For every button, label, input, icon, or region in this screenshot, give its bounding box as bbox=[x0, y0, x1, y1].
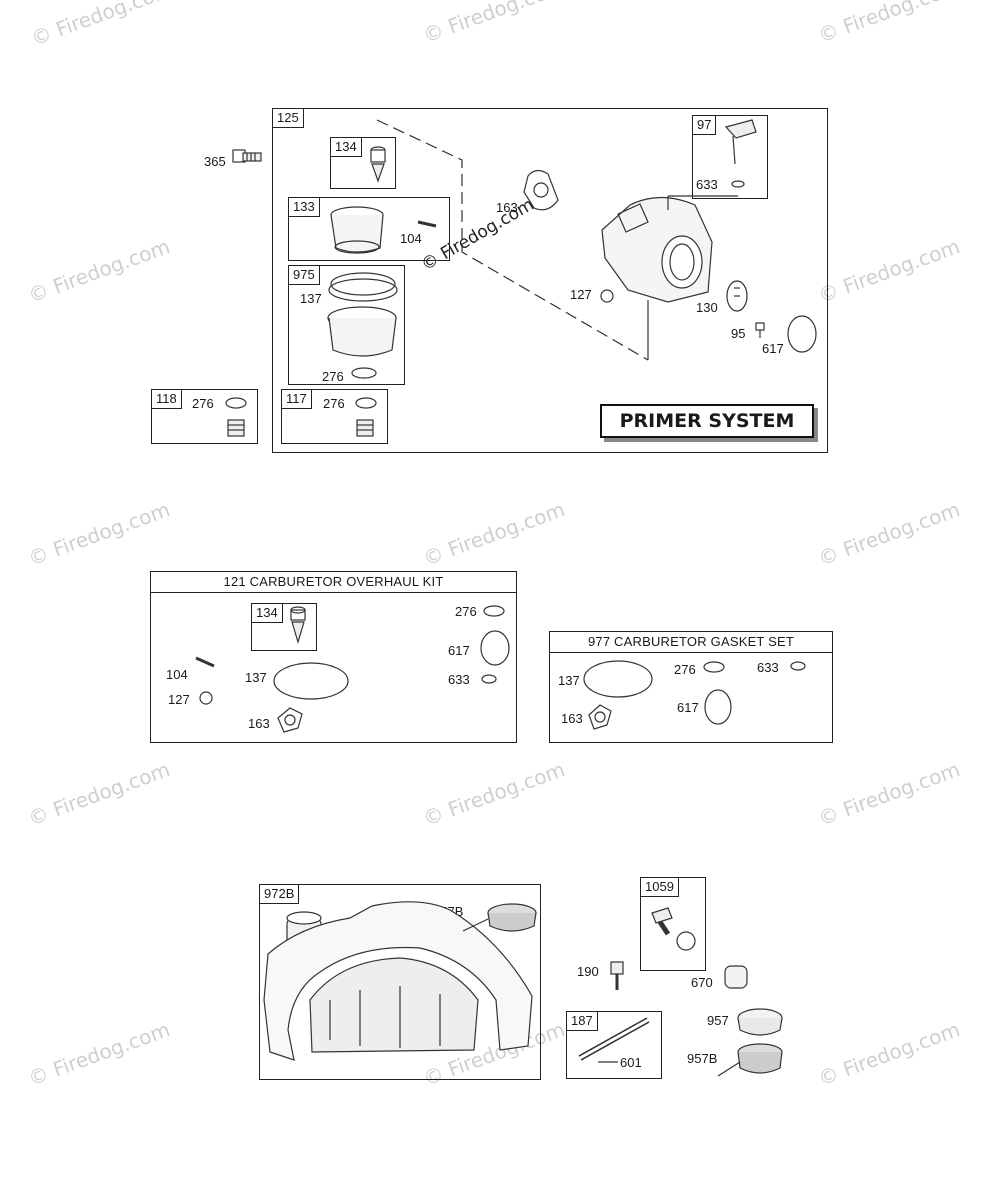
callout-163[interactable]: 163 bbox=[561, 711, 583, 726]
callout-104[interactable]: 104 bbox=[400, 231, 422, 246]
bolt-1059-icon bbox=[651, 907, 696, 951]
gasket-set-box: 977 CARBURETOR GASKET SET bbox=[549, 631, 833, 743]
callout-633[interactable]: 633 bbox=[757, 660, 779, 675]
sub-box-118 bbox=[151, 389, 258, 444]
sub-box-97 bbox=[692, 115, 768, 199]
drain-plug-icon bbox=[355, 397, 377, 437]
primer-system-label: PRIMER SYSTEM bbox=[600, 404, 814, 438]
o-ring-137-icon bbox=[583, 660, 653, 698]
callout-276[interactable]: 276 bbox=[674, 662, 696, 677]
o-ring-276-icon bbox=[483, 605, 505, 617]
overhaul-kit-title: 121 CARBURETOR OVERHAUL KIT bbox=[151, 572, 516, 593]
part-tag-97[interactable]: 97 bbox=[692, 115, 717, 135]
callout-95[interactable]: 95 bbox=[731, 326, 746, 341]
fuel-tank-illustration bbox=[263, 901, 783, 1077]
callout-137[interactable]: 137 bbox=[245, 670, 267, 685]
callout-617[interactable]: 617 bbox=[448, 643, 470, 658]
primer-bulb-icon bbox=[370, 146, 386, 183]
fuel-cap-957b-icon bbox=[462, 903, 537, 932]
overhaul-kit-box: 121 CARBURETOR OVERHAUL KIT bbox=[150, 571, 517, 743]
pin-104-icon bbox=[195, 656, 215, 668]
callout-617[interactable]: 617 bbox=[762, 341, 784, 356]
fitting-190-icon bbox=[610, 961, 624, 990]
drain-plug-icon bbox=[225, 397, 247, 437]
fuel-cap-957-icon bbox=[737, 1008, 783, 1036]
carburetor-illustration bbox=[225, 119, 817, 437]
sub-box-187 bbox=[566, 1011, 662, 1079]
fuel-tank-icon bbox=[263, 901, 533, 1061]
sub-box-134 bbox=[251, 603, 317, 651]
callout-190[interactable]: 190 bbox=[577, 964, 599, 979]
gasket-set-title: 977 CARBURETOR GASKET SET bbox=[550, 632, 832, 653]
callout-633[interactable]: 633 bbox=[696, 177, 718, 192]
carburetor-assembly-box bbox=[272, 108, 828, 453]
part-tag-134[interactable]: 134 bbox=[251, 603, 283, 623]
sub-box-117 bbox=[281, 389, 388, 444]
screw-365-icon bbox=[232, 149, 262, 163]
callout-276[interactable]: 276 bbox=[192, 396, 214, 411]
callout-137[interactable]: 137 bbox=[558, 673, 580, 688]
fuel-tank-box bbox=[259, 884, 541, 1080]
sub-box-134 bbox=[330, 137, 396, 189]
washer-633-icon bbox=[481, 674, 497, 684]
diaphragm-130-icon bbox=[726, 280, 748, 312]
gasket-set-parts bbox=[583, 660, 806, 730]
part-tag-975[interactable]: 975 bbox=[288, 265, 320, 285]
callout-127[interactable]: 127 bbox=[570, 287, 592, 302]
filter-670-icon bbox=[724, 965, 748, 989]
callout-670[interactable]: 670 bbox=[691, 975, 713, 990]
part-tag-134[interactable]: 134 bbox=[330, 137, 362, 157]
choke-lever-icon bbox=[724, 119, 757, 188]
o-ring-617-icon bbox=[704, 689, 732, 725]
part-tag-118[interactable]: 118 bbox=[151, 389, 182, 409]
callout-957b[interactable]: 957B bbox=[687, 1051, 718, 1066]
o-ring-127-icon bbox=[199, 691, 213, 705]
overhaul-kit-parts bbox=[195, 605, 510, 733]
primer-bulb-icon bbox=[290, 606, 306, 645]
float-icon bbox=[330, 206, 437, 254]
carburetor-body-icon bbox=[601, 195, 738, 360]
washer-633-icon bbox=[790, 661, 806, 671]
callout-127[interactable]: 127 bbox=[168, 692, 190, 707]
callout-130[interactable]: 130 bbox=[696, 300, 718, 315]
callout-276[interactable]: 276 bbox=[322, 369, 344, 384]
sub-box-133 bbox=[288, 197, 450, 261]
o-ring-276-icon bbox=[703, 661, 725, 673]
gasket-163-icon bbox=[277, 707, 303, 733]
part-tag-187[interactable]: 187 bbox=[566, 1011, 598, 1031]
callout-163[interactable]: 163 bbox=[496, 200, 518, 215]
sub-box-975 bbox=[288, 265, 405, 385]
callout-365[interactable]: 365 bbox=[204, 154, 226, 169]
part-tag-133[interactable]: 133 bbox=[288, 197, 320, 217]
callout-957[interactable]: 957 bbox=[707, 1013, 729, 1028]
callout-617[interactable]: 617 bbox=[677, 700, 699, 715]
callout-633[interactable]: 633 bbox=[448, 672, 470, 687]
o-ring-127-icon bbox=[600, 289, 614, 303]
gasket-set-icon bbox=[327, 272, 398, 379]
callout-276[interactable]: 276 bbox=[455, 604, 477, 619]
fuel-cap-957b-icon bbox=[717, 1043, 783, 1077]
fuel-line-icon bbox=[578, 1017, 650, 1063]
o-ring-137-icon bbox=[273, 662, 349, 700]
callout-276[interactable]: 276 bbox=[323, 396, 345, 411]
gasket-163-icon bbox=[523, 169, 559, 211]
part-tag-1059[interactable]: 1059 bbox=[640, 877, 679, 897]
o-ring-617-icon bbox=[787, 315, 817, 353]
callout-163[interactable]: 163 bbox=[248, 716, 270, 731]
part-tag-972b[interactable]: 972B bbox=[259, 884, 300, 904]
callout-104[interactable]: 104 bbox=[166, 667, 188, 682]
part-tag-117[interactable]: 117 bbox=[281, 389, 312, 409]
screw-95-icon bbox=[755, 322, 765, 338]
callout-137[interactable]: 137 bbox=[300, 291, 322, 306]
callout-601[interactable]: 601 bbox=[620, 1055, 642, 1070]
gasket-163-icon bbox=[588, 704, 612, 730]
part-tag-125[interactable]: 125 bbox=[272, 108, 304, 128]
o-ring-617-icon bbox=[480, 630, 510, 666]
